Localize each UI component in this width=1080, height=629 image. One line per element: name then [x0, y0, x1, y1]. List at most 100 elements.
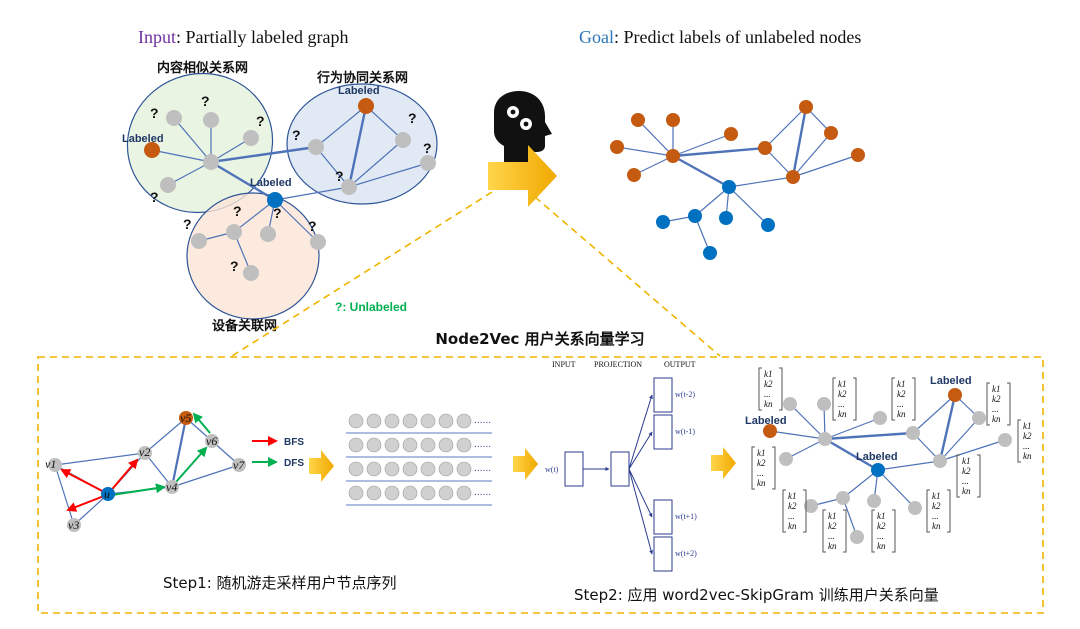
- goal-node: [703, 246, 717, 260]
- random-walk-graph: v1 v2 v3 v4 v5 v6 v7 u BFS DFS: [45, 411, 304, 532]
- goal-keyword: Goal: [579, 27, 614, 47]
- step1-caption: Step1: 随机游走采样用户节点序列: [163, 574, 397, 592]
- embedding-node: [850, 530, 864, 544]
- question-mark: ?: [201, 93, 210, 109]
- goal-node: [722, 180, 736, 194]
- svg-text:kn: kn: [757, 478, 766, 488]
- walk-node-label: u: [104, 487, 110, 501]
- goal-node: [688, 209, 702, 223]
- svg-text:k2: k2: [897, 389, 906, 399]
- svg-text:...: ...: [962, 476, 969, 486]
- svg-text:...: ...: [992, 404, 999, 414]
- sequence-row: ......: [346, 437, 492, 458]
- graph-node: [166, 110, 182, 126]
- walk-node: [179, 411, 193, 425]
- cluster-device-label: 设备关联网: [212, 318, 277, 334]
- svg-text:k2: k2: [788, 501, 797, 511]
- embedding-graph: Labeled Labeled Labeled: [745, 375, 1012, 544]
- input-keyword: Input: [138, 27, 176, 47]
- embedding-vector: k1 k2 ... kn: [758, 367, 783, 411]
- svg-text:k1: k1: [962, 456, 971, 466]
- sequence-ellipsis: ......: [474, 488, 491, 498]
- question-mark: ?: [308, 218, 317, 234]
- skipgram-input-header: INPUT: [552, 360, 576, 369]
- svg-text:kn: kn: [877, 541, 886, 551]
- output-word-label: w(t+2): [675, 549, 697, 558]
- graph-node: [308, 139, 324, 155]
- svg-text:...: ...: [764, 389, 771, 399]
- input-nodes: [144, 98, 436, 281]
- question-mark: ?: [256, 113, 265, 129]
- embedding-vector: k1 k2 ... kn: [822, 509, 847, 553]
- svg-text:k1: k1: [877, 511, 886, 521]
- step-arrow-2: [513, 448, 538, 480]
- output-word-box: [653, 377, 673, 413]
- svg-text:kn: kn: [838, 409, 847, 419]
- projection-box: [610, 451, 630, 487]
- embedding-node: [908, 501, 922, 515]
- embedding-vector: k1 k2 ... kn: [956, 454, 981, 498]
- input-word-label: w(t): [545, 465, 559, 474]
- goal-node: [761, 218, 775, 232]
- graph-node: [420, 155, 436, 171]
- graph-node-labeled: [144, 142, 160, 158]
- embedding-node: [906, 426, 920, 440]
- embedding-vectors: k1 k2 ... kn k1 k2 ... kn k1 k2 ... kn k…: [751, 367, 1032, 553]
- embedding-node-labeled: [871, 463, 885, 477]
- output-word-box: [653, 536, 673, 572]
- input-text: : Partially labeled graph: [176, 27, 348, 47]
- svg-text:kn: kn: [1023, 451, 1032, 461]
- skipgram-projection-header: PROJECTION: [594, 360, 642, 369]
- graph-node: [203, 154, 219, 170]
- labeled-tag: Labeled: [856, 451, 898, 463]
- embedding-node: [804, 499, 818, 513]
- step-arrow-3: [711, 447, 736, 479]
- walk-node: [165, 480, 179, 494]
- labeled-tag: Labeled: [338, 85, 380, 97]
- svg-text:...: ...: [788, 511, 795, 521]
- svg-text:k1: k1: [828, 511, 837, 521]
- walk-node: [101, 487, 115, 501]
- brain-head-icon: [494, 91, 552, 164]
- zoom-guide-left: [231, 191, 493, 357]
- question-mark: ?: [183, 216, 192, 232]
- graph-node: [243, 130, 259, 146]
- svg-text:k2: k2: [932, 501, 941, 511]
- goal-node: [656, 215, 670, 229]
- input-word-box: [564, 451, 584, 487]
- question-mark: ?: [408, 110, 417, 126]
- question-mark: ?: [292, 127, 301, 143]
- svg-text:k2: k2: [992, 394, 1001, 404]
- svg-text:k2: k2: [962, 466, 971, 476]
- goal-node: [786, 170, 800, 184]
- unlabeled-marks: ? ? ? ? ? ? ? ? ? ? ? ? ?: [150, 93, 432, 274]
- svg-text:kn: kn: [828, 541, 837, 551]
- embedding-node: [933, 454, 947, 468]
- cluster-device: [186, 192, 320, 320]
- labeled-tag: Labeled: [122, 133, 164, 145]
- svg-text:...: ...: [828, 531, 835, 541]
- goal-node: [758, 141, 772, 155]
- input-graph: 内容相似关系网 行为协同关系网 设备关联网: [122, 60, 438, 334]
- svg-text:k2: k2: [1023, 431, 1032, 441]
- embedding-vector: k1 k2 ... kn: [832, 377, 857, 421]
- embedding-node: [783, 397, 797, 411]
- sequence-ellipsis: ......: [474, 416, 491, 426]
- walk-node-label: v7: [233, 458, 245, 472]
- input-title: Input: Partially labeled graph: [138, 27, 348, 47]
- goal-node: [631, 113, 645, 127]
- output-word-box: [653, 499, 673, 535]
- goal-node: [724, 127, 738, 141]
- walk-node-label: v6: [206, 434, 217, 448]
- svg-text:kn: kn: [962, 486, 971, 496]
- cluster-content-label: 内容相似关系网: [157, 60, 248, 76]
- graph-node: [203, 112, 219, 128]
- svg-text:k1: k1: [1023, 421, 1032, 431]
- question-mark: ?: [150, 189, 159, 205]
- sequence-ellipsis: ......: [474, 464, 491, 474]
- svg-text:k2: k2: [757, 458, 766, 468]
- graph-node: [260, 226, 276, 242]
- goal-node: [627, 168, 641, 182]
- output-word-box: [653, 414, 673, 450]
